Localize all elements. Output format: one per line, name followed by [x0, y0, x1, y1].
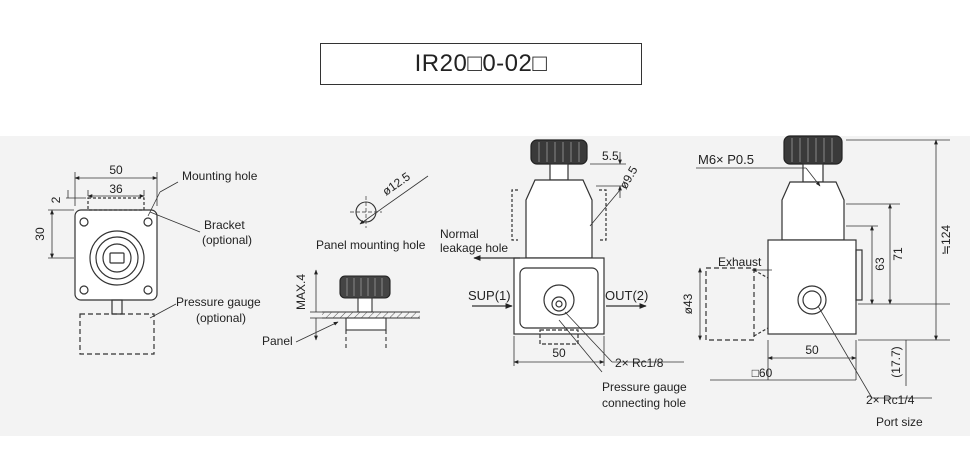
dim-60: □60 [752, 366, 773, 380]
normal-label: Normal [440, 227, 479, 241]
dim-63: 63 [873, 257, 887, 271]
dim-5-5: 5.5 [602, 149, 619, 163]
center-port-label: 2× Rc1/8 [615, 356, 664, 370]
pressure-gauge-outline [79, 313, 155, 355]
side-knob [783, 135, 843, 165]
side-port-label: 2× Rc1/4 [866, 393, 915, 407]
panel-label: Panel [262, 334, 293, 348]
sup-label: SUP(1) [468, 288, 511, 303]
max-dim: MAX.4 [294, 274, 308, 310]
mounting-hole-bl [79, 285, 89, 295]
center-dim-50: 50 [552, 346, 566, 360]
side-dim-50: 50 [805, 343, 819, 357]
knob-ring [89, 230, 145, 286]
thread-label: M6× P0.5 [698, 152, 754, 167]
side-bonnet [781, 181, 845, 241]
mounting-hole-tl [79, 217, 89, 227]
mounting-hole-tr [143, 217, 153, 227]
pressure-gauge-label: Pressure gauge [176, 295, 261, 309]
dim-17-7: (17.7) [889, 346, 903, 377]
model-title: IR20□0-02□ [320, 43, 642, 85]
bracket-outline [87, 197, 145, 211]
dim-43: ø43 [681, 293, 695, 314]
dim-9-5: ø9.5 [616, 163, 640, 191]
mounting-hole-label: Mounting hole [182, 169, 258, 183]
dim-124: ≒124 [939, 225, 953, 255]
dim-height: 30 [33, 227, 47, 241]
port-size-label: Port size [876, 415, 923, 429]
dim-inner: 36 [109, 182, 123, 196]
leakage-hole-label: leakage hole [440, 241, 508, 255]
gauge-hole-label-2: connecting hole [602, 396, 686, 410]
center-body [513, 257, 605, 335]
bracket-optional-label: (optional) [202, 233, 252, 247]
side-gauge-outline [705, 267, 755, 341]
bonnet [525, 179, 593, 259]
center-view [472, 139, 684, 373]
side-view [696, 135, 950, 399]
panel-mounting-hole-label: Panel mounting hole [316, 238, 426, 252]
dim-top: 2 [49, 196, 63, 203]
side-body [767, 239, 857, 335]
pressure-gauge-optional-label: (optional) [196, 311, 246, 325]
exhaust-label: Exhaust [718, 255, 762, 269]
panel-hole-dim: ø12.5 [380, 169, 413, 198]
panel-view [295, 175, 429, 350]
front-view [48, 172, 201, 355]
gauge-hole-label-1: Pressure gauge [602, 380, 687, 394]
mounting-hole-br [143, 285, 153, 295]
dim-71: 71 [891, 247, 905, 261]
dim-width: 50 [109, 163, 123, 177]
bracket-label: Bracket [204, 218, 245, 232]
out-label: OUT(2) [605, 288, 648, 303]
